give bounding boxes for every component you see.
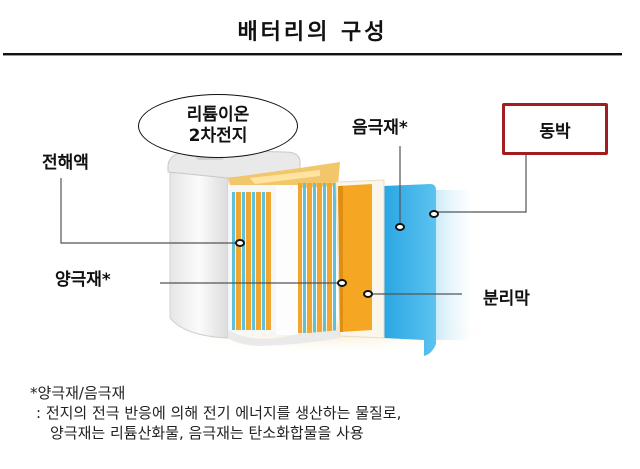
copper-foil-box: 동박 — [502, 103, 608, 155]
label-anode: 음극재* — [352, 118, 408, 138]
page-title: 배터리의 구성 — [237, 20, 388, 45]
label-electrolyte: 전해액 — [42, 153, 89, 173]
footnote: *양극재/음극재 : 전지의 전극 반응에 의해 전기 에너지를 생산하는 물질… — [30, 383, 401, 443]
callout-line-1: 리튬이온 — [186, 105, 250, 125]
lithium-ion-callout: 리튬이온 2차전지 — [138, 94, 298, 158]
footnote-line-2: 양극재는 리튬산화물, 음극재는 탄소화합물을 사용 — [50, 424, 364, 442]
title-divider — [3, 53, 622, 55]
label-copper-foil: 동박 — [539, 121, 571, 142]
label-separator: 분리막 — [483, 289, 530, 309]
callout-line-2: 2차전지 — [188, 126, 248, 146]
label-cathode: 양극재* — [55, 270, 111, 290]
footnote-line-1: : 전지의 전극 반응에 의해 전기 에너지를 생산하는 물질로, — [36, 404, 402, 422]
footnote-heading: *양극재/음극재 — [30, 384, 126, 402]
